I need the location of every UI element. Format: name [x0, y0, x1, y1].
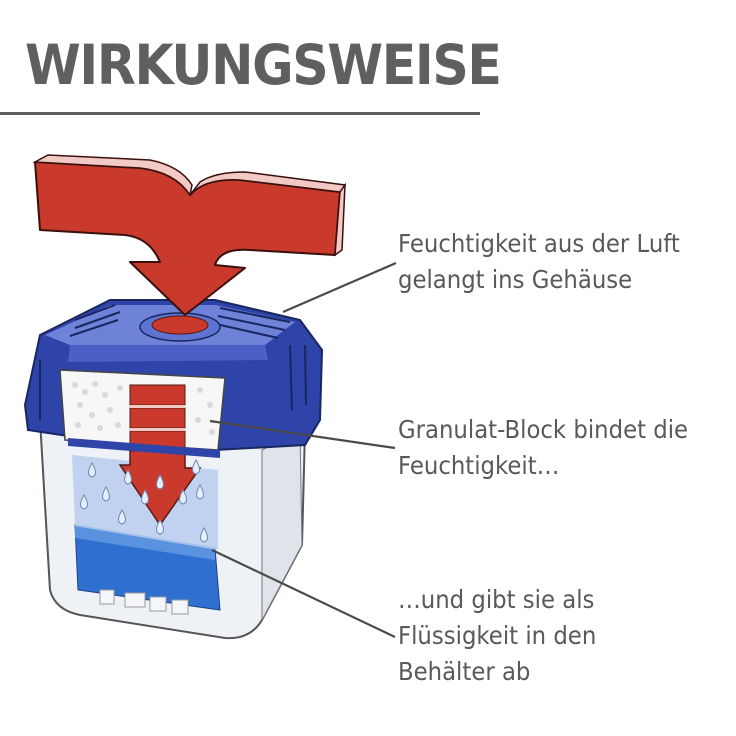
granulate-block	[59, 369, 226, 458]
red-arrow	[32, 154, 347, 316]
callout-2-line-1: Granulat-Block bindet die	[398, 415, 689, 444]
callout-3-line-2: Flüssigkeit in den	[398, 621, 597, 650]
callout-granulate-block: Granulat-Block bindet die Feuchtigkeit…	[398, 412, 688, 484]
leader-line-2	[209, 419, 396, 450]
leader-line-3	[211, 549, 396, 638]
callout-air-moisture: Feuchtigkeit aus der Luft gelangt ins Ge…	[398, 226, 680, 298]
callout-1-line-1: Feuchtigkeit aus der Luft	[398, 229, 680, 258]
page-title: WIRKUNGSWEISE	[25, 33, 502, 97]
title-underline	[0, 112, 480, 115]
callout-liquid-container: …und gibt sie als Flüssigkeit in den Beh…	[398, 582, 596, 690]
callout-3-line-3: Behälter ab	[398, 657, 531, 686]
callout-1-line-2: gelangt ins Gehäuse	[398, 265, 633, 294]
leader-lines	[209, 261, 397, 638]
callout-2-line-2: Feuchtigkeit…	[398, 451, 560, 480]
water-droplets	[80, 459, 208, 543]
callout-3-line-1: …und gibt sie als	[398, 585, 595, 614]
leader-line-1	[282, 261, 397, 314]
container-feet	[99, 589, 189, 615]
